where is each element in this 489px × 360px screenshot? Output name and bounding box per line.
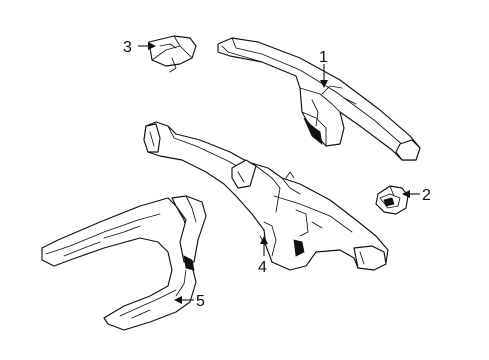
part-4-main-duct: [143, 121, 389, 271]
callout-2: 2: [422, 187, 431, 204]
part-2-side-outlet: [375, 185, 409, 215]
part-5-floor-duct: [41, 195, 207, 331]
part-1-upper-duct: [217, 37, 421, 161]
callout-5: 5: [196, 293, 205, 310]
callout-leaders: [138, 42, 420, 304]
callout-3: 3: [123, 39, 132, 56]
part-3-corner-outlet: [148, 35, 197, 73]
callout-1: 1: [319, 49, 328, 66]
callout-4: 4: [258, 259, 267, 276]
callout-labels: 1 2 3 4 5: [123, 39, 431, 310]
